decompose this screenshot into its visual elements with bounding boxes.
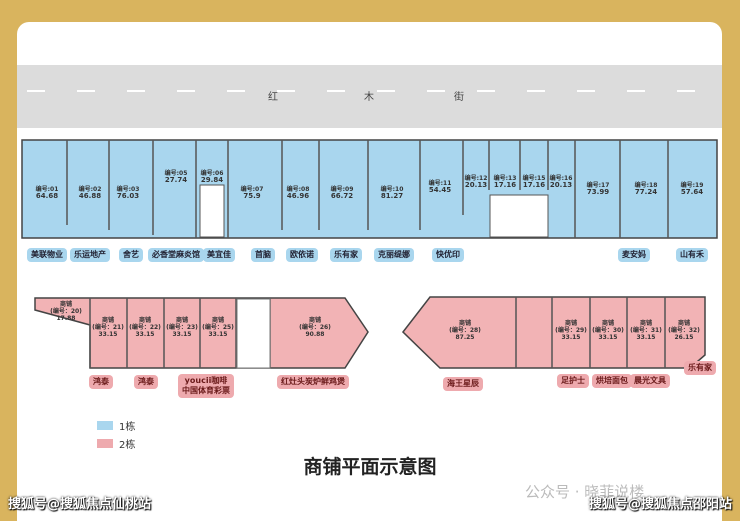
- road: [17, 65, 722, 128]
- street-char: 木: [364, 92, 374, 103]
- tenant-label: 山有禾: [676, 248, 708, 262]
- unit: 商铺(编号：22)33.15: [129, 317, 161, 338]
- tenant-label: 乐有家: [330, 248, 362, 262]
- tenant-label: 美联物业: [27, 248, 67, 262]
- tenant-label: 乐有家: [684, 361, 716, 375]
- tenant-label: 必香堂麻炎馆: [148, 248, 204, 262]
- tenant-label: 克丽缇娜: [374, 248, 414, 262]
- sohu-watermark-left: 搜狐号@搜狐焦点仙桃站: [8, 497, 152, 512]
- tenant-label: 海王星辰: [443, 377, 483, 391]
- sohu-watermark-right: 搜狐号@搜狐焦点邵阳站: [588, 497, 732, 512]
- tenant-label: 乐运地产: [70, 248, 110, 262]
- building-2-left: [34, 297, 369, 369]
- unit: 商铺(编号：29)33.15: [555, 320, 587, 341]
- tenant-label: 麦安妈: [618, 248, 650, 262]
- legend-item: 1栋: [97, 418, 135, 433]
- stair-2: [489, 194, 549, 238]
- legend-swatch: [97, 421, 113, 430]
- unit: 商铺(编号：23)33.15: [166, 317, 198, 338]
- unit: 商铺(编号：31)33.15: [630, 320, 662, 341]
- tenant-label: 美宜佳: [203, 248, 235, 262]
- legend-swatch: [97, 439, 113, 448]
- tenant-label: 鸿泰: [89, 375, 113, 389]
- unit: 商铺(编号：21)33.15: [92, 317, 124, 338]
- tenant-label: 红灶头炭炉鲜鸡煲: [277, 375, 349, 389]
- tenant-label: 快优印: [432, 248, 464, 262]
- unit: 商铺(编号：26)90.88: [299, 317, 331, 338]
- unit: 商铺(编号：30)33.15: [592, 320, 624, 341]
- building-1: [21, 139, 718, 239]
- unit: 商铺(编号：25)33.15: [202, 317, 234, 338]
- tenant-label-stacked: youcii咖啡中国体育彩票: [178, 374, 234, 398]
- tenant-label: 烘培面包: [592, 374, 632, 388]
- building-2-right: [401, 296, 706, 369]
- stair-3: [236, 298, 271, 369]
- street-char: 红: [268, 92, 278, 103]
- tenant-label: 足护士: [557, 374, 589, 388]
- watermark: 公众号 · 晓菲说楼: [525, 483, 645, 501]
- tenant-label: 舍艺: [119, 248, 143, 262]
- tenant-label: 鸿泰: [134, 375, 158, 389]
- page-title: 商铺平面示意图: [303, 456, 437, 478]
- legend-item: 2栋: [97, 436, 135, 451]
- unit: 商铺(编号：32)26.15: [668, 320, 700, 341]
- unit: 商铺(编号：20)17.88: [50, 301, 82, 322]
- tenant-label: 欧依诺: [286, 248, 318, 262]
- street-char: 街: [454, 92, 464, 103]
- unit: 商铺(编号：28)87.25: [449, 320, 481, 341]
- tenant-label: 首脑: [251, 248, 275, 262]
- tenant-label: 晨光文具: [630, 374, 670, 388]
- stair-1: [199, 184, 225, 238]
